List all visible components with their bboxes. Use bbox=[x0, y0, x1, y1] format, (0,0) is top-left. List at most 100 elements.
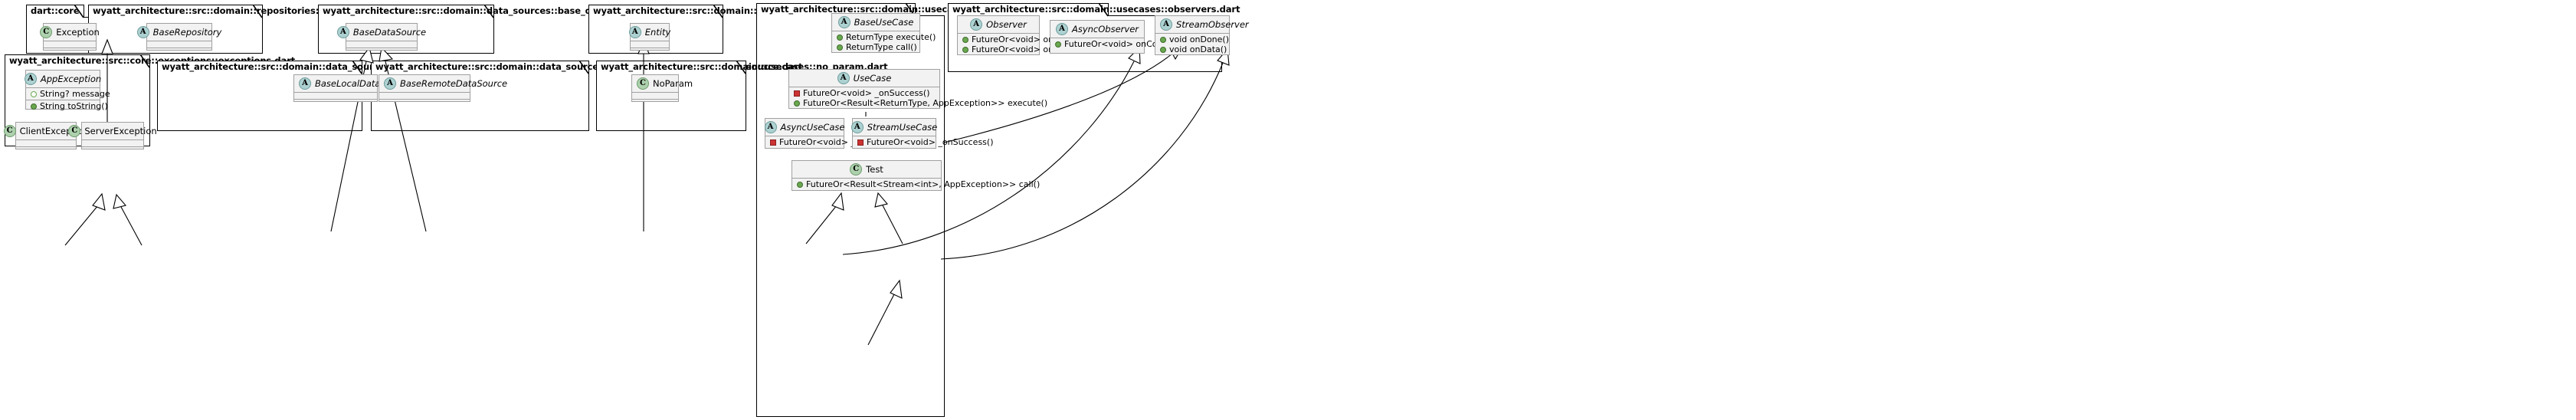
abstract-class-icon: A bbox=[970, 18, 983, 31]
methods-section bbox=[82, 147, 143, 153]
class-test[interactable]: C Test FutureOr<Result<Stream<int>, AppE… bbox=[791, 160, 1040, 191]
class-usecase[interactable]: A UseCase FutureOr<void> _onSuccess() Fu… bbox=[788, 69, 1047, 109]
methods-section bbox=[632, 100, 678, 106]
divider bbox=[632, 92, 678, 93]
fields-section bbox=[82, 140, 143, 146]
class-exception[interactable]: C Exception bbox=[40, 23, 100, 51]
folder-corner-icon bbox=[139, 54, 150, 69]
package-base-data-source[interactable]: wyatt_architecture::src::domain::data_so… bbox=[318, 4, 668, 54]
class-name: AsyncUseCase bbox=[780, 121, 845, 133]
class-header: A BaseDataSource bbox=[336, 24, 426, 41]
methods-section bbox=[294, 100, 377, 106]
fields-section bbox=[346, 41, 417, 48]
class-serverexception[interactable]: C ServerException bbox=[68, 122, 157, 149]
package-tab: wyatt_architecture::src::domain::data_so… bbox=[318, 4, 668, 19]
class-name: BaseRepository bbox=[152, 26, 222, 38]
package-base-repository[interactable]: wyatt_architecture::src::domain::reposit… bbox=[88, 4, 424, 54]
package-tab: wyatt_architecture::src::domain::usecase… bbox=[948, 2, 1240, 18]
class-baserepository[interactable]: A BaseRepository bbox=[136, 23, 221, 54]
methods-section bbox=[16, 147, 76, 153]
package-tab: wyatt_architecture::src::domain::data_so… bbox=[371, 60, 803, 74]
class-name: AsyncObserver bbox=[1071, 23, 1139, 34]
methods-section: FutureOr<void> _onSuccess() bbox=[765, 136, 906, 148]
class-appexception[interactable]: A AppException String? message String to… bbox=[24, 70, 110, 111]
package-tab: dart::core bbox=[26, 4, 84, 19]
class-header: A BaseRepository bbox=[136, 24, 221, 41]
public-visibility-icon bbox=[962, 46, 968, 53]
class-member: FutureOr<void> _onSuccess() bbox=[853, 137, 993, 147]
package-no-param[interactable]: wyatt_architecture::src::domain::usecase… bbox=[596, 60, 888, 131]
package-name: dart::core bbox=[31, 5, 80, 17]
class-member: ReturnType execute() bbox=[832, 32, 936, 42]
member-label: FutureOr<Result<Stream<int>, AppExceptio… bbox=[806, 179, 1041, 189]
class-header: A UseCase bbox=[789, 70, 939, 87]
class-header: C Test bbox=[792, 161, 941, 178]
package-entity[interactable]: wyatt_architecture::src::domain::entitie… bbox=[588, 4, 854, 54]
divider bbox=[16, 146, 76, 147]
class-name: StreamUseCase bbox=[867, 121, 938, 133]
abstract-class-icon: A bbox=[384, 77, 396, 90]
fields-section bbox=[147, 41, 211, 48]
public-visibility-icon bbox=[31, 103, 37, 110]
member-label: FutureOr<Result<ReturnType, AppException… bbox=[803, 98, 1048, 108]
fields-section bbox=[44, 41, 96, 48]
package-exceptions[interactable]: wyatt_architecture::src::core::exception… bbox=[3, 54, 295, 149]
class-observer[interactable]: A Observer FutureOr<void> onStart() Futu… bbox=[957, 15, 1081, 55]
public-visibility-icon bbox=[962, 36, 968, 43]
class-basedatasource[interactable]: A BaseDataSource bbox=[336, 23, 426, 54]
package-base-remote-data-source[interactable]: wyatt_architecture::src::domain::data_so… bbox=[371, 60, 803, 131]
methods-section bbox=[379, 100, 470, 106]
class-streamobserver[interactable]: A StreamObserver void onDone() void onDa… bbox=[1155, 15, 1249, 55]
abstract-class-icon: A bbox=[628, 26, 641, 38]
class-entity[interactable]: A Entity bbox=[628, 23, 670, 51]
member-label: FutureOr<void> _onSuccess() bbox=[867, 137, 994, 147]
class-clientexception[interactable]: C ClientException bbox=[3, 122, 88, 149]
member-label: ReturnType execute() bbox=[846, 32, 936, 42]
folder-corner-icon bbox=[1098, 2, 1109, 18]
folder-corner-icon bbox=[483, 4, 494, 19]
abstract-class-icon: A bbox=[24, 73, 37, 85]
package-tab: wyatt_architecture::src::domain::reposit… bbox=[88, 4, 424, 18]
methods-section bbox=[147, 48, 211, 54]
methods-section bbox=[346, 48, 417, 54]
divider bbox=[82, 139, 143, 140]
package-name: wyatt_architecture::src::core::exception… bbox=[9, 55, 296, 67]
class-header: A BaseRemoteDataSource bbox=[379, 75, 507, 92]
package-dart-core[interactable]: dart::core C Exception bbox=[26, 4, 110, 54]
class-member: FutureOr<Result<ReturnType, AppException… bbox=[789, 98, 1047, 108]
class-member: FutureOr<void> onStart() bbox=[958, 34, 1081, 44]
package-name: wyatt_architecture::src::domain::usecase… bbox=[601, 61, 888, 73]
class-name: BaseUseCase bbox=[854, 16, 914, 28]
class-header: A StreamUseCase bbox=[850, 119, 938, 136]
package-base-local-data-source[interactable]: wyatt_architecture::src::domain::data_so… bbox=[157, 60, 564, 131]
folder-corner-icon bbox=[713, 4, 723, 19]
class-member: FutureOr<void> onError() bbox=[958, 44, 1081, 54]
class-baselocaldatasource[interactable]: A BaseLocalDataSource bbox=[293, 74, 411, 102]
class-baseremotedatasource[interactable]: A BaseRemoteDataSource bbox=[379, 74, 507, 102]
class-asyncusecase[interactable]: A AsyncUseCase FutureOr<void> _onSuccess… bbox=[764, 118, 906, 149]
class-noparam[interactable]: C NoParam bbox=[631, 74, 693, 102]
class-baseusecase[interactable]: A BaseUseCase ReturnType execute() Retur… bbox=[831, 13, 936, 53]
package-name: wyatt_architecture::src::domain::reposit… bbox=[93, 5, 424, 17]
methods-section: FutureOr<void> _onSuccess() bbox=[853, 136, 993, 148]
package-tab: wyatt_architecture::src::domain::usecase… bbox=[596, 60, 888, 74]
public-visibility-icon bbox=[794, 100, 800, 107]
divider bbox=[1155, 33, 1229, 34]
abstract-class-icon: A bbox=[299, 77, 311, 90]
class-header: C Exception bbox=[40, 24, 100, 41]
member-label: FutureOr<void> _onSuccess() bbox=[803, 88, 930, 98]
public-visibility-icon bbox=[1055, 41, 1061, 48]
class-streamusecase[interactable]: A StreamUseCase FutureOr<void> _onSucces… bbox=[850, 118, 993, 149]
class-asyncobserver[interactable]: A AsyncObserver FutureOr<void> onComplet… bbox=[1050, 20, 1194, 54]
package-observers[interactable]: wyatt_architecture::src::domain::usecase… bbox=[948, 2, 1249, 72]
class-header: A Entity bbox=[628, 24, 670, 41]
class-header: A BaseLocalDataSource bbox=[294, 75, 411, 92]
package-tab: wyatt_architecture::src::domain::data_so… bbox=[157, 60, 564, 74]
fields-section bbox=[632, 93, 678, 99]
member-label: ReturnType call() bbox=[846, 42, 917, 52]
folder-corner-icon bbox=[74, 4, 84, 19]
concrete-class-icon: C bbox=[68, 125, 81, 137]
methods-section: FutureOr<Result<Stream<int>, AppExceptio… bbox=[792, 179, 1040, 190]
public-visibility-icon bbox=[837, 34, 843, 41]
